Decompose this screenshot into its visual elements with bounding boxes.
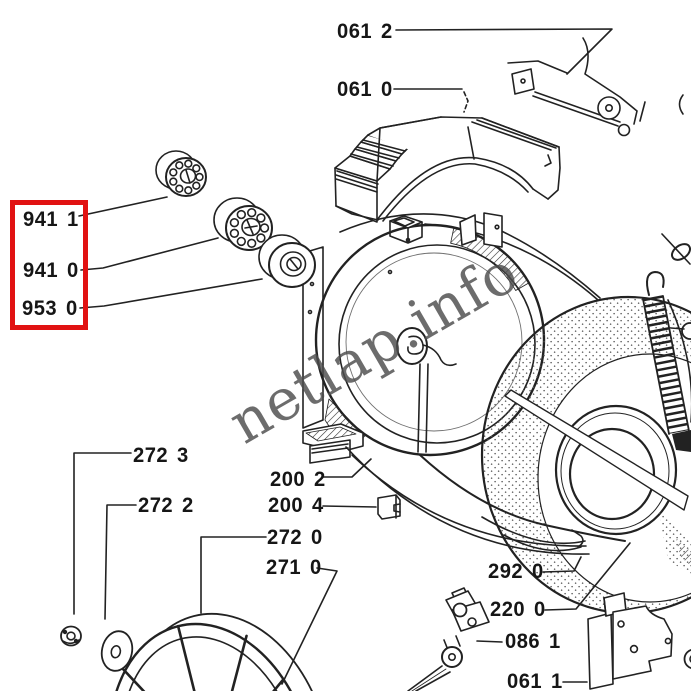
drum-lifter-rib (504, 389, 689, 511)
part-label-272-2: 272 2 (138, 494, 194, 517)
part-label-220-0: 220 0 (490, 598, 546, 621)
part-label-292-0: 292 0 (488, 560, 544, 583)
part-label-061-1: 061 1 (507, 670, 563, 691)
pulley-washer (100, 630, 134, 672)
highlight-box (10, 200, 88, 330)
shaft-seal (258, 234, 316, 288)
suspension-rod-assembly (507, 37, 684, 137)
part-label-272-0: 272 0 (267, 526, 323, 549)
part-label-061-0: 061 0 (337, 78, 393, 101)
shaft-nut (60, 625, 82, 647)
part-label-953-0: 953 0 (22, 297, 78, 320)
part-label-061-2: 061 2 (337, 20, 393, 43)
shock-damper (407, 587, 490, 691)
wire-hook (407, 335, 424, 355)
outer-tub-details (302, 212, 503, 464)
part-label-086-1: 086 1 (505, 630, 561, 653)
part-label-941-0: 941 0 (23, 259, 79, 282)
part-label-941-1: 941 1 (23, 208, 79, 231)
bearing-small (155, 150, 207, 197)
retaining-clip (377, 494, 401, 520)
part-label-200-4: 200 4 (268, 494, 324, 517)
part-label-200-2: 200 2 (270, 468, 326, 491)
corner-ring (683, 649, 691, 669)
inner-drum (480, 295, 691, 615)
outer-tub-rear-rim (345, 446, 626, 555)
part-label-272-3: 272 3 (133, 444, 189, 467)
counterweight (334, 116, 561, 223)
clamp-strip (481, 516, 586, 552)
part-label-271-0: 271 0 (266, 556, 322, 579)
drive-pulley (106, 612, 332, 691)
mounting-bracket (587, 592, 673, 690)
suspension-spring (642, 271, 691, 452)
retainer-plate (511, 68, 535, 95)
small-ring (681, 322, 691, 340)
bearing-large (213, 197, 273, 251)
leader-lines (73, 28, 691, 685)
rod-washer (597, 96, 621, 120)
